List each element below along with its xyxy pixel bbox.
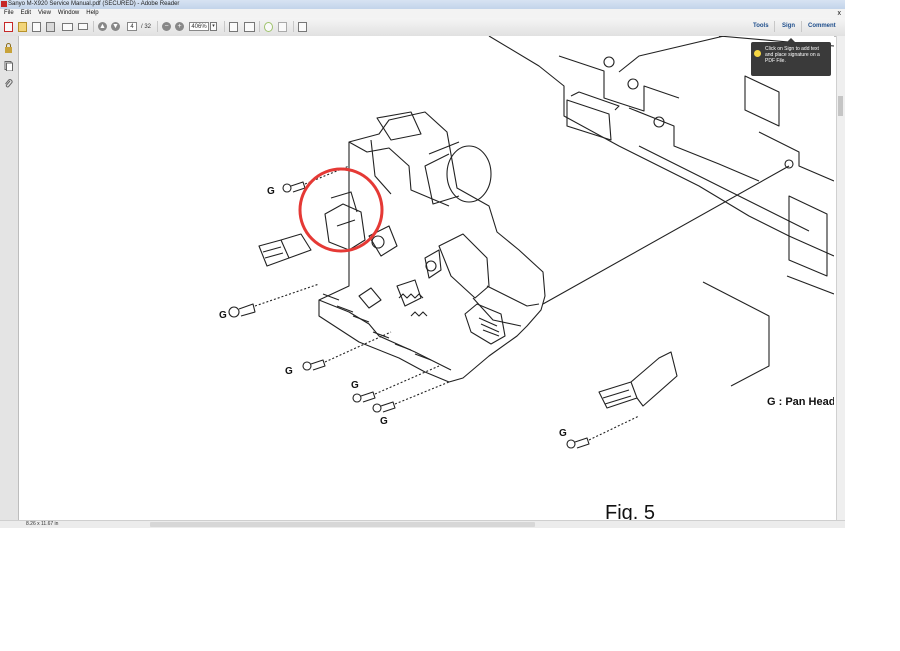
zoom-out-icon: − (162, 22, 171, 31)
sign-button[interactable]: Sign (782, 23, 795, 29)
comment-button[interactable]: Comment (808, 23, 836, 29)
zoom-out-button[interactable]: − (162, 21, 171, 32)
highlighter-icon (278, 21, 287, 32)
vertical-scrollbar[interactable] (836, 36, 845, 520)
zoom-level-value[interactable]: 406% (189, 22, 209, 31)
edit-document-icon (32, 21, 41, 32)
page-number-value[interactable]: 4 (127, 22, 137, 31)
zoom-dropdown-button[interactable]: ▾ (210, 21, 217, 32)
label-g-5: G (380, 416, 388, 427)
screw-g2 (228, 303, 256, 318)
label-g-4: G (351, 380, 359, 391)
toolbar-separator (801, 21, 802, 32)
title-bar: Sanyo M-X920 Service Manual.pdf (SECURED… (0, 0, 845, 9)
tooltip-caret (787, 38, 795, 42)
figure-caption: Fig. 5 (605, 502, 655, 520)
page-thumbnails-icon[interactable] (4, 58, 13, 72)
highlight-button[interactable] (278, 21, 287, 32)
arrow-down-icon: ▼ (111, 22, 120, 31)
fit-width-icon (244, 21, 255, 32)
tools-button[interactable]: Tools (753, 23, 769, 29)
email-button[interactable] (78, 21, 88, 32)
envelope-icon (78, 23, 88, 30)
comment-note-button[interactable] (264, 21, 273, 32)
menu-file[interactable]: File (4, 10, 14, 16)
tooltip-text: Click on Sign to add text and place sign… (765, 46, 820, 64)
adobe-app-icon (1, 1, 7, 7)
save-button[interactable] (46, 21, 55, 32)
vertical-scroll-thumb[interactable] (838, 96, 843, 116)
adobe-reader-window: Sanyo M-X920 Service Manual.pdf (SECURED… (0, 0, 845, 528)
document-close-button[interactable]: x (837, 10, 842, 17)
print-button[interactable] (62, 21, 73, 32)
fit-page-button[interactable] (229, 21, 238, 32)
toolbar-separator (259, 21, 260, 32)
open-button[interactable] (18, 21, 27, 32)
next-page-button[interactable]: ▼ (111, 21, 120, 32)
menu-bar: File Edit View Window Help x (0, 9, 845, 18)
chevron-down-icon: ▾ (210, 22, 217, 31)
previous-page-button[interactable]: ▲ (98, 21, 107, 32)
printer-icon (62, 22, 73, 31)
zoom-in-button[interactable]: + (175, 21, 184, 32)
folder-icon (18, 21, 27, 32)
document-view[interactable]: G G G G G G G : Pan Head Fig. 5 (19, 36, 834, 520)
page-number-field[interactable]: 4 (127, 21, 137, 32)
menu-window[interactable]: Window (57, 10, 80, 16)
horizontal-scrollbar[interactable] (150, 522, 535, 527)
label-g-1: G (267, 186, 275, 197)
label-g-3: G (285, 366, 293, 377)
edit-button[interactable] (32, 21, 41, 32)
menu-view[interactable]: View (38, 10, 51, 16)
legend-pan-head: G : Pan Head (767, 396, 834, 408)
fit-width-button[interactable] (244, 21, 255, 32)
label-g-6: G (559, 428, 567, 439)
toolbar-separator (224, 21, 225, 32)
fit-page-icon (229, 21, 238, 32)
page-size: 8.26 x 11.67 in (26, 521, 59, 527)
menu-edit[interactable]: Edit (20, 10, 32, 16)
create-pdf-button[interactable] (4, 21, 13, 32)
attachments-icon[interactable] (4, 76, 13, 88)
page-total: / 32 (141, 23, 152, 30)
zoom-in-icon: + (175, 22, 184, 31)
navigation-pane (0, 36, 19, 520)
expand-arrows-icon (298, 21, 307, 32)
red-highlight-circle (298, 167, 384, 253)
arrow-up-icon: ▲ (98, 22, 107, 31)
toolbar-separator (774, 21, 775, 32)
toolbar-separator (157, 21, 158, 32)
speech-bubble-icon (264, 21, 273, 32)
lightbulb-icon (754, 50, 761, 57)
create-pdf-icon (4, 21, 13, 32)
main-toolbar: ▲ ▼ 4 / 32 − + 406% ▾ Tools Sign Comment (0, 18, 845, 37)
screw-g1 (282, 181, 306, 193)
toolbar-separator (93, 21, 94, 32)
toolbar-separator (293, 21, 294, 32)
save-icon (46, 21, 55, 32)
exploded-view-drawing: G G G G G G G : Pan Head Fig. 5 (219, 36, 834, 520)
expand-button[interactable] (298, 21, 307, 32)
menu-help[interactable]: Help (86, 10, 99, 16)
window-title: Sanyo M-X920 Service Manual.pdf (SECURED… (8, 1, 180, 7)
sign-tooltip: Click on Sign to add text and place sign… (751, 38, 831, 76)
lock-icon[interactable] (4, 40, 13, 53)
zoom-level-field[interactable]: 406% (189, 21, 209, 32)
status-bar: 8.26 x 11.67 in (0, 520, 845, 528)
label-g-2: G (219, 310, 227, 321)
